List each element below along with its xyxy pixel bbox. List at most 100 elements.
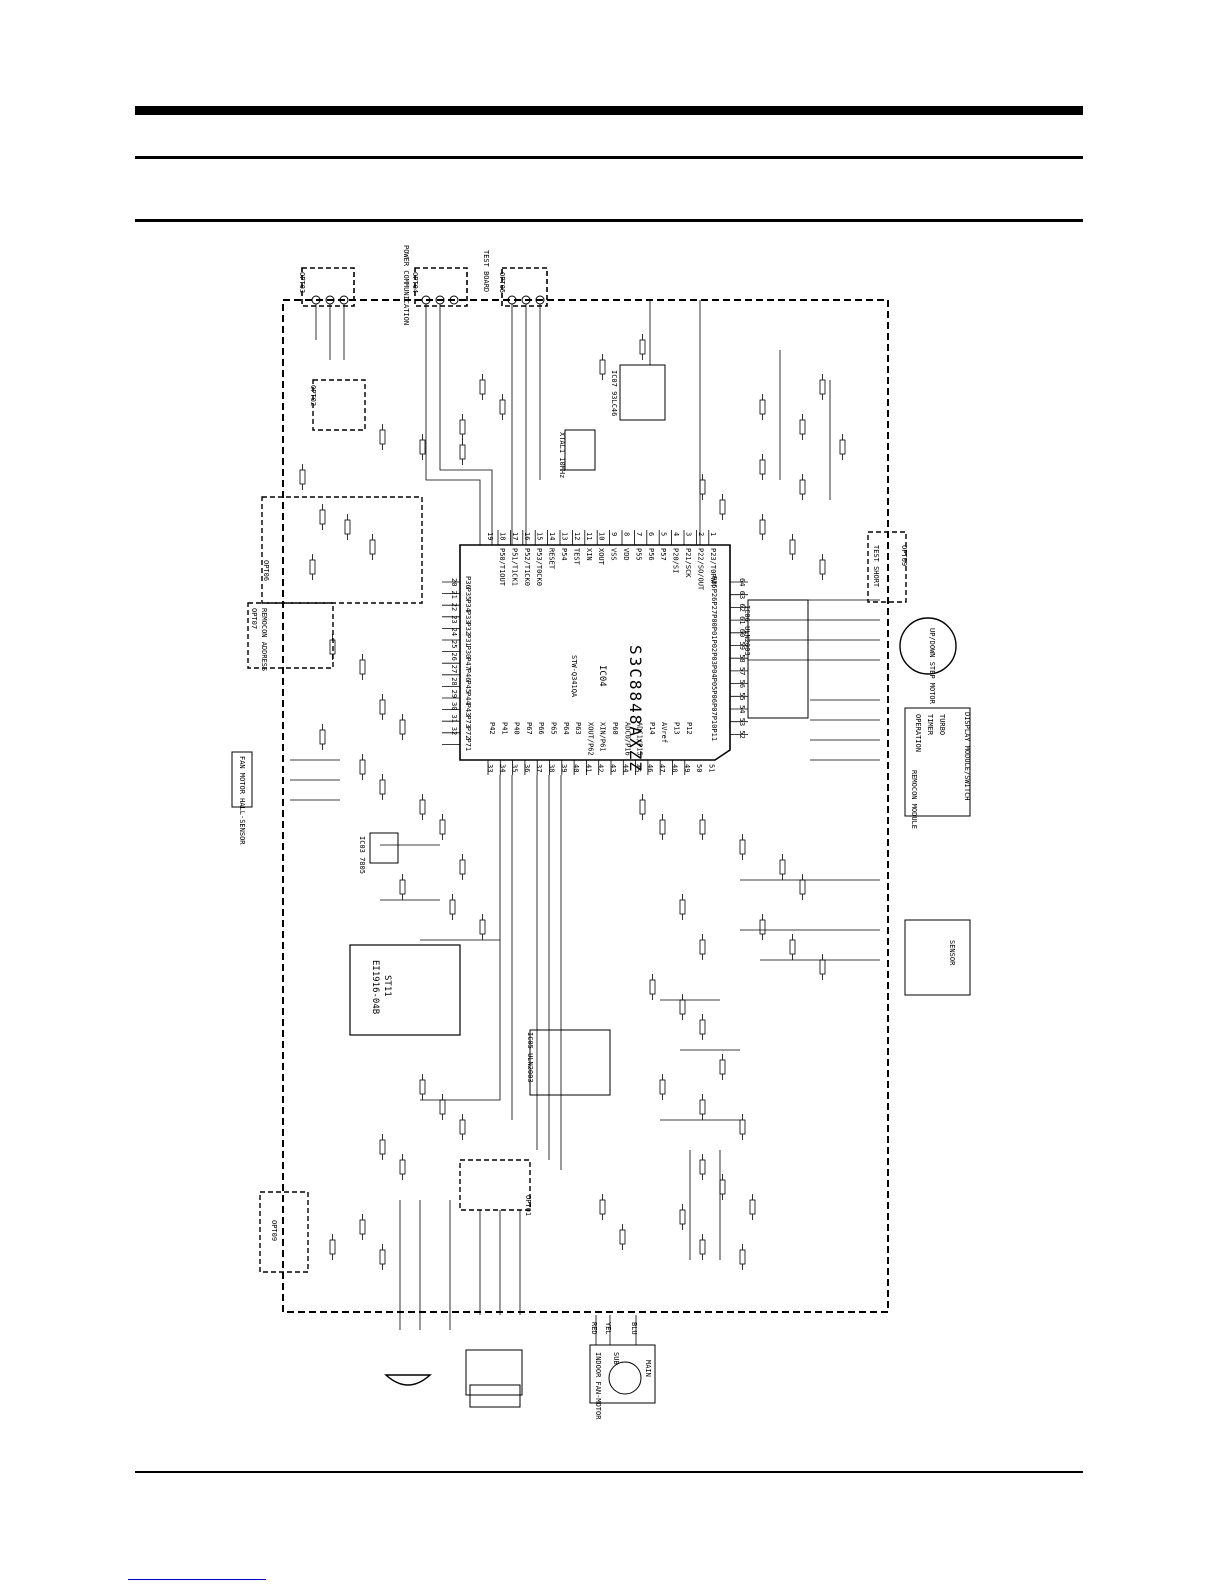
component-symbol [719, 499, 726, 515]
ic-pin-number-top: 12 [573, 532, 581, 540]
ic-pin-label-top: VSS [610, 548, 618, 561]
component-symbol [819, 559, 826, 575]
component-symbol [759, 399, 766, 415]
ic-pin-number-top: 19 [486, 532, 494, 540]
regulator-label: IC03 7805 [358, 836, 366, 874]
sensor-box [904, 919, 971, 996]
ic-pin-label-right: P25 [710, 576, 718, 589]
ic-name-label: IC04 [597, 665, 607, 687]
component-symbol [344, 519, 351, 535]
ic-pin-label-bottom: P65 [550, 722, 558, 735]
component-symbol [419, 1079, 426, 1095]
ic-pin-number-left: 32 [450, 727, 458, 735]
ic-pin-number-bottom: 38 [548, 764, 556, 772]
ic-pin-number-left: 26 [450, 652, 458, 660]
ic-pin-number-left: 29 [450, 690, 458, 698]
ic-pin-number-bottom: 51 [707, 764, 715, 772]
ic-pin-label-bottom: P14 [648, 722, 656, 735]
top-thick-rule [135, 106, 1083, 115]
ic-pin-label-left: P45 [464, 680, 472, 693]
ic-pin-number-right: 53 [738, 718, 746, 726]
opt02-label: OPT02 [309, 385, 317, 406]
component-symbol [459, 859, 466, 875]
component-symbol [379, 429, 386, 445]
component-symbol [599, 359, 606, 375]
component-symbol [329, 1239, 336, 1255]
component-symbol [699, 1019, 706, 1035]
ic-pin-number-top: 15 [536, 532, 544, 540]
component-symbol [819, 379, 826, 395]
ic-pin-number-right: 52 [738, 730, 746, 738]
ic-pin-label-right: P02 [710, 640, 718, 653]
opt09-right-box [867, 531, 907, 603]
ic-pin-label-top: XIN [585, 548, 593, 561]
ic-pin-label-left: P46 [464, 669, 472, 682]
ic-pins-left: P36P35P34P33P32P31P30P47P46P45P44P43P73P… [442, 576, 472, 751]
opt06-box [261, 496, 423, 604]
ic-pin-label-bottom: P13 [673, 722, 681, 735]
ic-pin-label-bottom: P42 [488, 722, 496, 735]
ic-pin-number-bottom: 46 [646, 764, 654, 772]
ic-pin-label-left: P71 [464, 738, 472, 751]
opt09-left-box [259, 1191, 309, 1273]
remocon-address-label: REMOCON ADDRESS [260, 608, 268, 671]
ic-pin-label-bottom: P40 [513, 722, 521, 735]
ic-pin-number-left: 28 [450, 677, 458, 685]
footer-rule [135, 1471, 1083, 1473]
fan-hall-box [231, 751, 253, 808]
ic-pin-number-top: 1 [709, 532, 717, 536]
ic-pin-label-top: P20/SI [672, 548, 680, 573]
component-symbol [399, 719, 406, 735]
component-symbol [819, 959, 826, 975]
component-symbol [639, 339, 646, 355]
ic-pin-number-top: 7 [635, 532, 643, 536]
component-symbol [679, 1209, 686, 1225]
ic-pin-number-right: 62 [738, 603, 746, 611]
component-symbol [699, 1239, 706, 1255]
ic-pin-number-bottom: 42 [597, 764, 605, 772]
ic-pin-label-left: P36 [464, 576, 472, 589]
wire-trace [420, 775, 501, 1101]
component-symbol [599, 1199, 606, 1215]
component-symbol [479, 379, 486, 395]
ic-pin-number-top: 17 [511, 532, 519, 540]
ic-pin-label-top: TEST [572, 548, 580, 566]
component-symbol [739, 1119, 746, 1135]
component-symbol [369, 539, 376, 555]
step-motor-symbol [899, 617, 957, 675]
test-short-label: TEST SHORT [872, 545, 880, 588]
ic-pin-label-top: P21/SCK [684, 548, 692, 578]
ic-pin-label-left: P44 [464, 692, 472, 705]
ic-pin-label-top: P56 [647, 548, 655, 561]
wire-blu-label: BLU [630, 1322, 638, 1335]
ic-pin-label-right: P27 [710, 601, 718, 614]
sub-winding-label: SUB [612, 1352, 620, 1365]
component-symbol [459, 444, 466, 460]
opt01-label: OPT01 [524, 1195, 532, 1216]
ic-pin-number-bottom: 36 [523, 764, 531, 772]
wire-yel-label: YEL [604, 1322, 612, 1335]
step-motor-label: UP/DOWN STEP MOTOR [928, 628, 936, 705]
opt07-box [247, 602, 334, 669]
ic-pin-label-bottom: P66 [537, 722, 545, 735]
ic-pin-number-bottom: 35 [511, 764, 519, 772]
component-symbol [449, 899, 456, 915]
ic-pin-number-left: 25 [450, 640, 458, 648]
component-symbol [649, 979, 656, 995]
ic-pin-number-right: 63 [738, 591, 746, 599]
ic-pin-number-right: 56 [738, 680, 746, 688]
component-symbol [779, 859, 786, 875]
wire-red-label: RED [590, 1322, 598, 1335]
eeprom-box [619, 364, 666, 421]
ic-pin-label-right: P00 [710, 614, 718, 627]
crystal-box [564, 429, 596, 471]
ic-pin-number-left: 23 [450, 615, 458, 623]
ic-pin-number-top: 13 [560, 532, 568, 540]
component-symbol [439, 1099, 446, 1115]
sensor-label: SENSOR [948, 940, 956, 966]
ic-pin-number-top: 6 [647, 532, 655, 536]
ic-pin-label-top: P54 [560, 548, 568, 561]
header-bottom-rule [135, 219, 1083, 222]
component-symbol [739, 839, 746, 855]
ic-pins-right: P25P26P27P00P01P02P03P04P05P06P07P10P116… [710, 576, 748, 741]
